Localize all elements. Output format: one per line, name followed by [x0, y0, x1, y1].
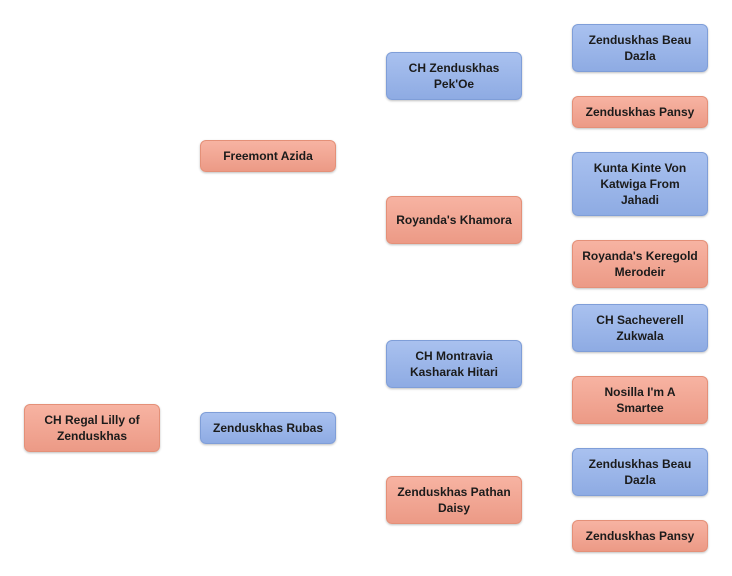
- pedigree-node-sire[interactable]: Zenduskhas Rubas: [200, 412, 336, 444]
- pedigree-node-dam-dam[interactable]: Royanda's Khamora: [386, 196, 522, 244]
- pedigree-node-dam[interactable]: Freemont Azida: [200, 140, 336, 172]
- node-label: Freemont Azida: [223, 149, 313, 163]
- node-label: Royanda's Keregold Merodeir: [582, 249, 698, 279]
- pedigree-node-gen3[interactable]: Zenduskhas Pansy: [572, 520, 708, 552]
- node-label: Zenduskhas Pansy: [585, 529, 695, 543]
- pedigree-node-sire-sire[interactable]: CH Montravia Kasharak Hitari: [386, 340, 522, 388]
- pedigree-node-gen3[interactable]: Zenduskhas Beau Dazla: [572, 24, 708, 72]
- pedigree-node-gen3[interactable]: Kunta Kinte Von Katwiga From Jahadi: [572, 152, 708, 216]
- node-label: Zenduskhas Pansy: [585, 105, 695, 119]
- node-label: CH Zenduskhas Pek'Oe: [408, 61, 500, 91]
- node-label: Zenduskhas Beau Dazla: [588, 457, 692, 487]
- node-label: Kunta Kinte Von Katwiga From Jahadi: [593, 161, 687, 207]
- pedigree-node-gen3[interactable]: Nosilla I'm A Smartee: [572, 376, 708, 424]
- node-label: CH Sacheverell Zukwala: [596, 313, 684, 343]
- node-label: Zenduskhas Beau Dazla: [588, 33, 692, 63]
- pedigree-node-gen3[interactable]: Royanda's Keregold Merodeir: [572, 240, 708, 288]
- node-label: CH Regal Lilly of Zenduskhas: [44, 413, 140, 443]
- pedigree-node-sire-dam[interactable]: Zenduskhas Pathan Daisy: [386, 476, 522, 524]
- node-label: Nosilla I'm A Smartee: [604, 385, 676, 415]
- pedigree-node-gen3[interactable]: Zenduskhas Beau Dazla: [572, 448, 708, 496]
- node-label: Zenduskhas Pathan Daisy: [397, 485, 511, 515]
- node-label: Zenduskhas Rubas: [212, 421, 324, 435]
- pedigree-node-subject[interactable]: CH Regal Lilly of Zenduskhas: [24, 404, 160, 452]
- node-label: CH Montravia Kasharak Hitari: [409, 349, 499, 379]
- pedigree-node-gen3[interactable]: Zenduskhas Pansy: [572, 96, 708, 128]
- pedigree-node-dam-sire[interactable]: CH Zenduskhas Pek'Oe: [386, 52, 522, 100]
- pedigree-node-gen3[interactable]: CH Sacheverell Zukwala: [572, 304, 708, 352]
- node-label: Royanda's Khamora: [396, 213, 512, 227]
